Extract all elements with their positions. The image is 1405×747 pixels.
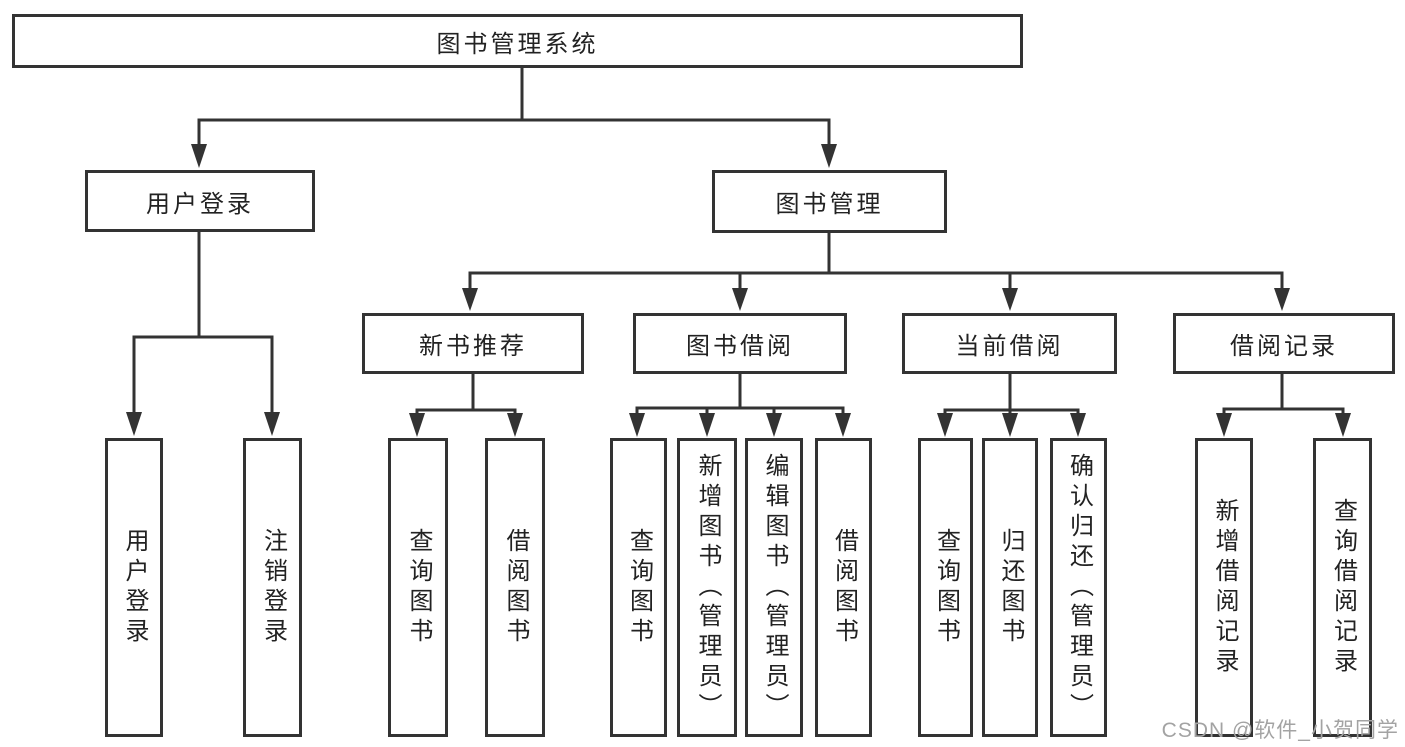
arrowhead bbox=[409, 413, 425, 437]
connector-bookborrow-to-leaves bbox=[635, 374, 845, 414]
connector-borrowrecords-to-leaves bbox=[1222, 374, 1345, 414]
arrowhead bbox=[264, 412, 280, 436]
node-user-login: 用户登录 bbox=[85, 170, 315, 232]
leaf-query-books-recommend: 查询图书 bbox=[388, 438, 448, 737]
leaf-add-borrow-record: 新增借阅记录 bbox=[1195, 438, 1253, 737]
arrowhead bbox=[629, 413, 645, 437]
connector-root-to-level2 bbox=[197, 118, 831, 146]
node-book-borrowing: 图书借阅 bbox=[633, 313, 847, 374]
arrowhead bbox=[937, 413, 953, 437]
arrowhead bbox=[699, 413, 715, 437]
arrowhead bbox=[835, 413, 851, 437]
arrowhead bbox=[766, 413, 782, 437]
leaf-add-books-admin: 新增图书（管理员） bbox=[677, 438, 737, 737]
arrowheads bbox=[126, 144, 1351, 437]
leaf-query-borrow-record: 查询借阅记录 bbox=[1313, 438, 1372, 737]
arrowhead bbox=[126, 412, 142, 436]
leaf-return-books: 归还图书 bbox=[982, 438, 1038, 737]
node-book-management: 图书管理 bbox=[712, 170, 947, 233]
node-library-system: 图书管理系统 bbox=[12, 14, 1023, 68]
arrowhead bbox=[1070, 413, 1086, 437]
connector-bookmgmt-to-level3 bbox=[468, 233, 1284, 290]
connector-userlogin-to-leaves bbox=[132, 232, 274, 413]
arrowhead bbox=[1274, 288, 1290, 311]
arrowhead bbox=[462, 288, 478, 311]
leaf-borrow-books-recommend: 借阅图书 bbox=[485, 438, 545, 737]
leaf-confirm-return-admin: 确认归还（管理员） bbox=[1050, 438, 1107, 737]
leaf-edit-books-admin: 编辑图书（管理员） bbox=[745, 438, 803, 737]
leaf-borrow-books: 借阅图书 bbox=[815, 438, 872, 737]
arrowhead bbox=[1335, 413, 1351, 437]
arrowhead bbox=[1216, 413, 1232, 437]
leaf-query-books-borrow: 查询图书 bbox=[610, 438, 667, 737]
arrowhead bbox=[732, 288, 748, 311]
arrowhead bbox=[1002, 413, 1018, 437]
arrowhead bbox=[507, 413, 523, 437]
connector-currentborrow-to-leaves bbox=[943, 374, 1080, 414]
arrowhead bbox=[191, 144, 207, 168]
leaf-user-login: 用户登录 bbox=[105, 438, 163, 737]
leaf-query-books-current: 查询图书 bbox=[918, 438, 973, 737]
arrowhead bbox=[1002, 288, 1018, 311]
leaf-logout: 注销登录 bbox=[243, 438, 302, 737]
node-new-book-recommend: 新书推荐 bbox=[362, 313, 584, 374]
node-borrowing-records: 借阅记录 bbox=[1173, 313, 1395, 374]
arrowhead bbox=[821, 144, 837, 168]
node-current-borrowing: 当前借阅 bbox=[902, 313, 1117, 374]
connector-newbooks-to-leaves bbox=[415, 374, 517, 414]
watermark: CSDN @软件_小贺同学 bbox=[1161, 719, 1399, 742]
